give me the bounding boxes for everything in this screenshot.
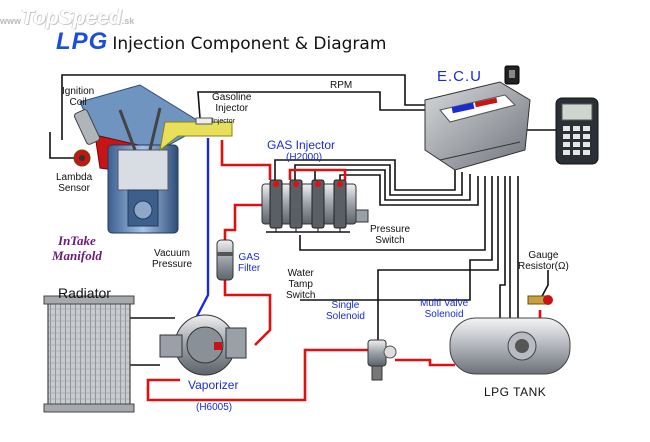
watermark-text: TopSpeed	[21, 6, 122, 29]
watermark: wwwTopSpeed.sk	[0, 6, 134, 30]
single-solenoid-shape	[367, 339, 397, 381]
gas-injector-label: GAS Injector	[267, 138, 336, 152]
ignition-coil-label: Ignition Coil	[62, 86, 95, 108]
watermark-suffix: .sk	[121, 16, 135, 26]
intake-manifold-label: InTake Manifold	[52, 233, 102, 263]
injector-small-label: Injector	[212, 118, 235, 125]
ecu-shape	[424, 65, 531, 171]
lpg-tank-label: LPG TANK	[484, 385, 547, 399]
rpm-label: RPM	[330, 80, 353, 91]
vaporizer-shape	[159, 314, 247, 376]
signal-wires	[49, 74, 560, 366]
diagnostic-tool-shape	[555, 97, 599, 165]
multi-valve-solenoid-label: Multi Valve Solenoid	[420, 298, 469, 320]
lambda-sensor-label: Lambda Sensor	[56, 172, 93, 194]
watermark-prefix: www	[0, 16, 22, 26]
gas-filter-shape	[216, 239, 234, 281]
vacuum-pressure-label: Vacuum Pressure	[152, 248, 193, 270]
vacuum-line	[193, 138, 210, 321]
intake-manifold-shape	[159, 117, 233, 152]
gas-injector-rail-shape	[261, 179, 369, 233]
gas-lines	[146, 140, 542, 402]
single-solenoid-label: Single Solenoid	[326, 300, 365, 322]
title-lpg: LPG	[56, 28, 109, 55]
vaporizer-label: Vaporizer	[188, 378, 239, 392]
radiator-label: Radiator	[58, 285, 111, 301]
title-rest: Injection Component & Diagram	[112, 34, 387, 54]
vaporizer-model: (H6005)	[196, 402, 233, 413]
water-temp-switch-label: Water Tamp Switch	[286, 268, 316, 301]
lpg-tank-shape	[449, 295, 571, 375]
gas-injector-model: (H2000)	[286, 152, 323, 163]
ecu-label: E.C.U	[437, 68, 483, 85]
gas-filter-label: GAS Filter	[238, 252, 261, 274]
radiator-shape	[43, 295, 135, 413]
pressure-switch-label: Pressure Switch	[370, 224, 411, 246]
gasoline-injector-label: Gasoline Injector	[212, 92, 252, 114]
gauge-resistor-label: Gauge Resistor(Ω)	[518, 250, 569, 272]
